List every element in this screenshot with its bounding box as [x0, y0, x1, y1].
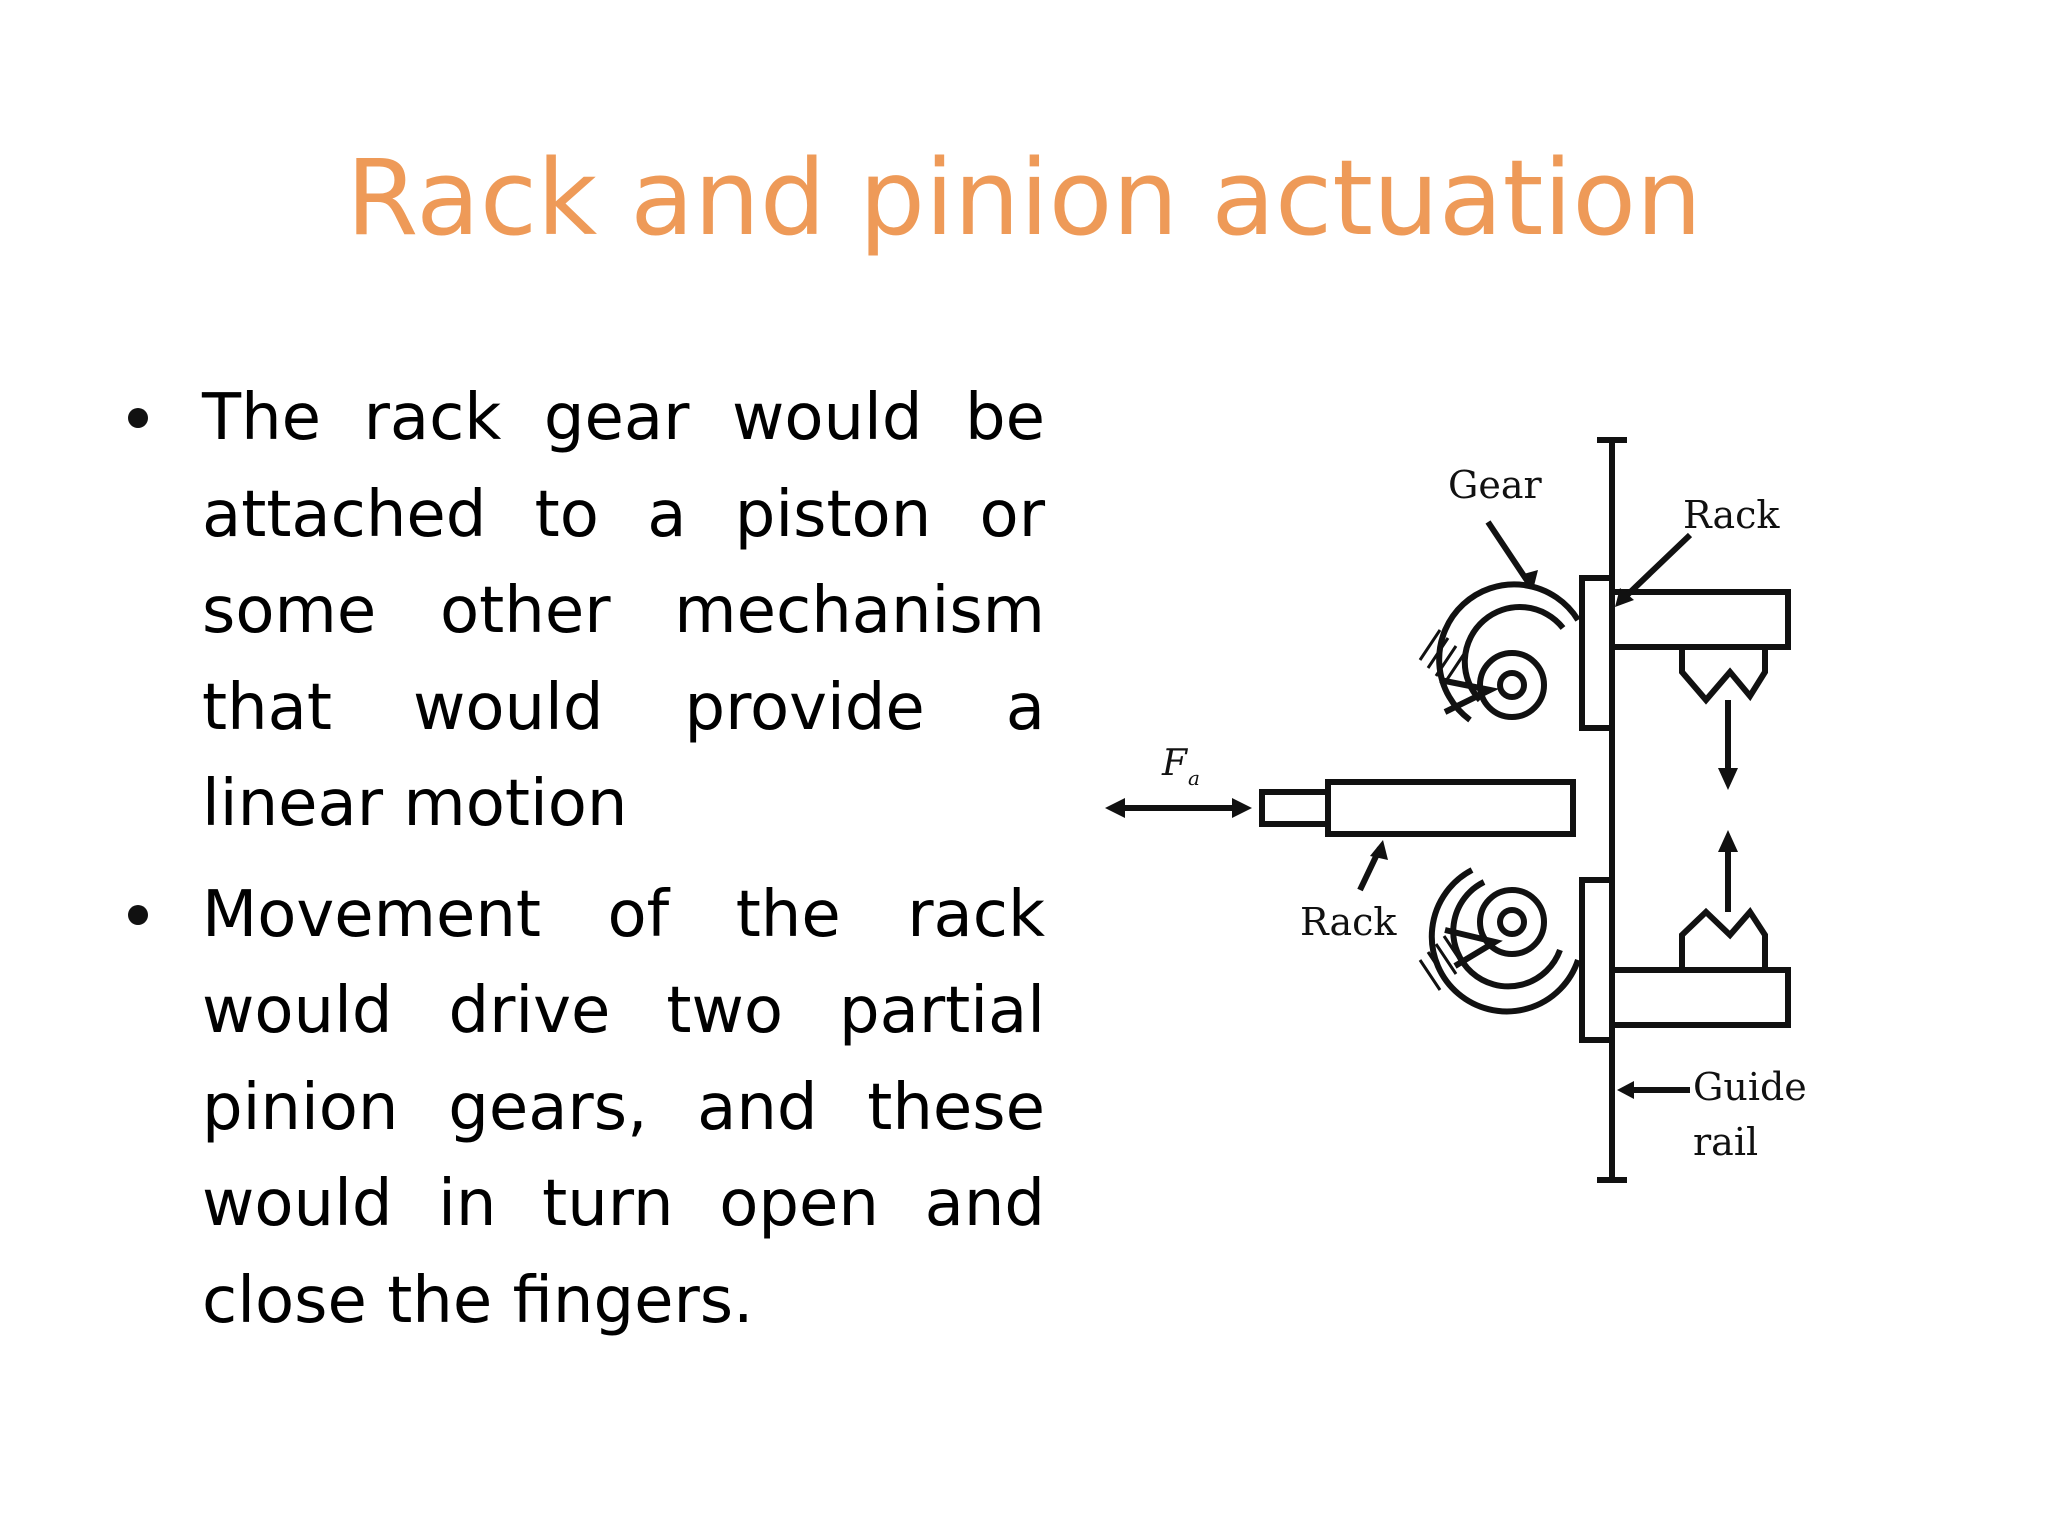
bullet-list: The rack gear would be attached to a pis…	[120, 370, 1045, 1363]
lower-slider-block	[1579, 877, 1615, 1043]
lower-gear-inner	[1450, 879, 1563, 990]
central-rack	[1325, 779, 1576, 837]
rack-left-leader-arrowhead	[1370, 840, 1388, 860]
bullet-item: Movement of the rack would drive two par…	[120, 867, 1045, 1350]
force-arrowhead-right	[1232, 798, 1252, 818]
pivot-hatching	[1418, 629, 1466, 991]
arrowheads	[1105, 570, 1738, 1099]
down-arrowhead	[1718, 768, 1738, 790]
upper-finger-jaw	[1679, 647, 1768, 705]
gear-leader-arrowhead	[1520, 570, 1538, 590]
rack-leader-arrowhead	[1615, 588, 1634, 607]
label-rack-top: Rack	[1683, 493, 1780, 537]
up-arrowhead	[1718, 830, 1738, 852]
bullet-item: The rack gear would be attached to a pis…	[120, 370, 1045, 853]
label-gear: Gear	[1448, 463, 1542, 507]
lower-gear-hub	[1477, 887, 1547, 957]
rack-rod-end	[1259, 789, 1331, 827]
lower-gear-rim	[1428, 867, 1581, 1015]
bullet-text: Movement of the rack would drive two par…	[202, 877, 1045, 1338]
lower-finger-jaw	[1679, 907, 1768, 970]
label-rack-left: Rack	[1300, 900, 1397, 944]
bullet-icon	[128, 408, 148, 428]
guide-leader-arrowhead	[1617, 1081, 1634, 1099]
force-arrowhead-left	[1105, 798, 1125, 818]
rack-pinion-diagram: Gear Rack F a Rack Guide rail	[1105, 437, 1807, 1183]
upper-gear-inner	[1461, 604, 1566, 703]
bullet-icon	[128, 904, 148, 925]
upper-gear-rim	[1436, 581, 1581, 723]
upper-finger-arm	[1609, 589, 1791, 650]
upper-gear-hub	[1477, 650, 1547, 720]
label-guide: Guide	[1693, 1065, 1807, 1109]
lower-gear-notch	[1444, 927, 1503, 969]
label-rail: rail	[1693, 1120, 1758, 1164]
lower-gear-axle	[1497, 907, 1527, 937]
slide-title: Rack and pinion actuation	[346, 137, 1702, 259]
label-force: F	[1161, 743, 1189, 784]
rack-top-leader-line	[1619, 532, 1693, 603]
bullet-text: The rack gear would be attached to a pis…	[202, 381, 1045, 841]
upper-gear-notch	[1439, 677, 1500, 715]
lower-finger-arm	[1609, 967, 1791, 1028]
upper-slider-block	[1579, 575, 1615, 731]
label-force-sub: a	[1188, 766, 1200, 790]
upper-gear-axle	[1497, 670, 1527, 700]
